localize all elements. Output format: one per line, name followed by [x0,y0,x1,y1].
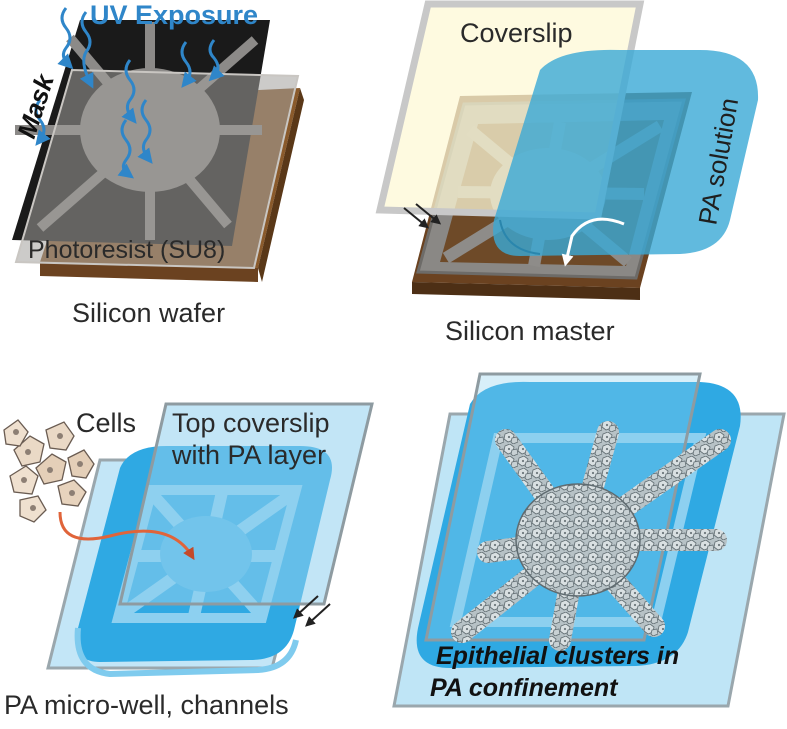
top-coverslip-label-1: Top coverslip [172,408,330,438]
gap-arrows [403,203,442,229]
panel-a-uv-exposure: UV Exposure Mask Photoresist (SU8) Silic… [11,0,304,328]
photoresist-label: Photoresist (SU8) [28,236,225,264]
coverslip-label: Coverslip [460,18,573,48]
panel-d-epithelial-clusters: Epithelial clusters in PA confinement [392,372,786,708]
silicon-wafer-label: Silicon wafer [72,298,225,328]
seeding-arrow [58,511,195,561]
panel-b-silicon-master: Coverslip PA solution Silicon master [375,0,759,346]
uv-exposure-label: UV Exposure [90,0,258,30]
pa-solution-drop [493,49,759,257]
clusters-label-1: Epithelial clusters in [436,642,679,670]
panel-c-pa-microwell: Cells Top coverslip with PA layer PA mic… [3,402,374,720]
silicon-master-label: Silicon master [445,316,615,346]
uv-rays [34,7,225,179]
clusters-label-2: PA confinement [430,674,619,702]
top-coverslip-label-2: with PA layer [171,440,326,470]
epithelial-cluster [451,421,731,651]
photoresist-layer [14,68,300,270]
top-coverslip [118,402,374,606]
cells-label: Cells [76,408,136,438]
pa-microwell-label: PA micro-well, channels [4,690,289,720]
cells-cluster [3,419,95,523]
confinement-channels [449,433,707,627]
gap-arrows-c [293,595,331,627]
pour-arrow [561,217,625,267]
